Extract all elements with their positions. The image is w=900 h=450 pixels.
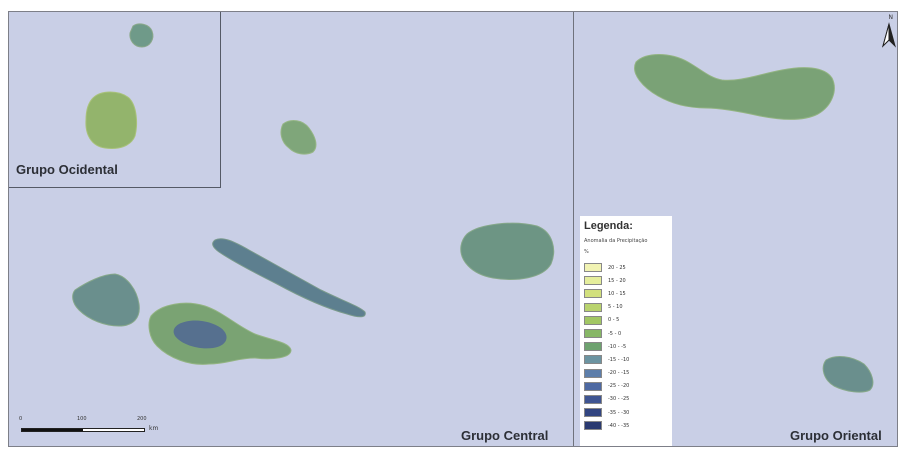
island-pico-interior — [173, 320, 227, 349]
legend-swatch — [584, 381, 602, 391]
island-terceira — [460, 222, 555, 280]
legend-label: 5 - 10 — [608, 304, 623, 311]
legend-swatch — [584, 315, 602, 325]
legend-label: 20 - 25 — [608, 264, 626, 271]
legend-label: -30 - -25 — [608, 396, 630, 403]
scale-bar: 0 100 200 km — [19, 414, 179, 440]
label-grupo-ocidental: Grupo Ocidental — [16, 162, 118, 177]
legend-item: -30 - -25 — [584, 393, 668, 406]
legend-item: 5 - 10 — [584, 301, 668, 314]
legend-item: 0 - 5 — [584, 314, 668, 327]
map-panel-oriental: N Legenda: Anomalia da Precipitação % 20… — [574, 12, 897, 446]
label-grupo-oriental: Grupo Oriental — [790, 428, 882, 443]
legend-swatch — [584, 289, 602, 299]
scale-ticks: 0 100 200 — [19, 414, 169, 424]
legend-item: -35 - -30 — [584, 406, 668, 419]
legend-items: 20 - 25 15 - 20 10 - 15 5 - 10 0 - 5 -5 - 0 -1… — [584, 261, 668, 432]
legend-swatch — [584, 342, 602, 352]
legend-swatch — [584, 276, 602, 286]
legend-item: -20 - -15 — [584, 367, 668, 380]
island-sao-jorge — [212, 238, 366, 318]
legend-item: 10 - 15 — [584, 287, 668, 300]
north-arrow-icon — [882, 22, 896, 48]
legend-label: -25 - -20 — [608, 383, 630, 390]
island-flores — [85, 91, 138, 149]
legend-item: 15 - 20 — [584, 274, 668, 287]
scale-tick-2: 200 — [137, 416, 147, 422]
legend-label: -10 - -5 — [608, 343, 627, 350]
legend-item: -10 - -5 — [584, 340, 668, 353]
north-label: N — [888, 14, 894, 21]
legend-label: 15 - 20 — [608, 277, 626, 284]
legend-item: 20 - 25 — [584, 261, 668, 274]
legend-swatch — [584, 329, 602, 339]
panel-divider — [573, 12, 574, 446]
scale-line — [21, 428, 145, 432]
legend-swatch — [584, 408, 602, 418]
map-frame: Grupo Ocidental Grupo Central 0 100 200 … — [8, 11, 898, 447]
legend-label: 0 - 5 — [608, 317, 620, 324]
legend-label: 10 - 15 — [608, 290, 626, 297]
inset-box-grupo-ocidental — [9, 12, 221, 188]
scale-unit: km — [149, 425, 159, 432]
map-panel-west-central: Grupo Ocidental Grupo Central 0 100 200 … — [9, 12, 573, 446]
islands-oriental — [634, 54, 874, 393]
island-corvo — [129, 23, 154, 48]
legend-swatch — [584, 355, 602, 365]
legend: Legenda: Anomalia da Precipitação % 20 -… — [580, 216, 672, 446]
legend-swatch — [584, 368, 602, 378]
legend-label: -5 - 0 — [608, 330, 622, 337]
legend-label: -15 - -10 — [608, 356, 630, 363]
legend-unit: % — [584, 249, 589, 255]
scale-tick-0: 0 — [19, 416, 23, 422]
legend-swatch — [584, 421, 602, 431]
legend-swatch — [584, 302, 602, 312]
island-faial — [72, 273, 140, 327]
legend-subtitle: Anomalia da Precipitação — [584, 238, 648, 244]
island-graciosa — [280, 120, 317, 155]
legend-item: -5 - 0 — [584, 327, 668, 340]
legend-swatch — [584, 263, 602, 273]
island-santa-maria — [822, 356, 874, 393]
islands-west-central — [72, 23, 555, 365]
legend-title: Legenda: — [584, 220, 633, 232]
legend-label: -40 - -35 — [608, 422, 630, 429]
legend-label: -20 - -15 — [608, 370, 630, 377]
scale-segment-black — [22, 429, 83, 431]
legend-swatch — [584, 394, 602, 404]
legend-item: -15 - -10 — [584, 353, 668, 366]
legend-label: -35 - -30 — [608, 409, 630, 416]
legend-item: -25 - -20 — [584, 380, 668, 393]
legend-item: -40 - -35 — [584, 419, 668, 432]
island-sao-miguel — [634, 54, 835, 120]
scale-tick-1: 100 — [77, 416, 87, 422]
label-grupo-central: Grupo Central — [461, 428, 549, 443]
